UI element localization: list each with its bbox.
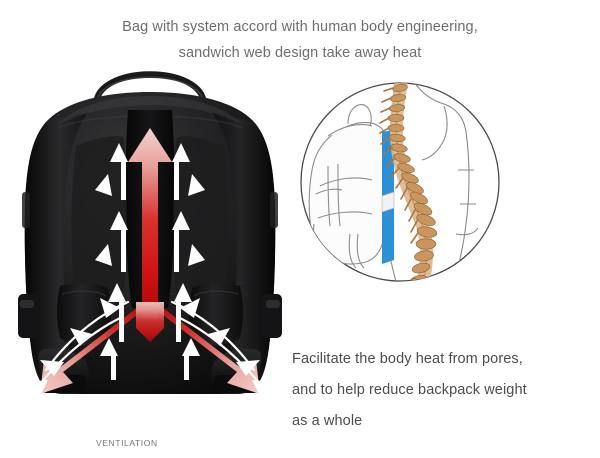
spine-column [379,83,438,281]
backpack-illustration [0,50,300,410]
airflow-arrow-right-outer [188,174,205,266]
spinous-processes [379,87,419,244]
inset-contents [308,83,479,281]
ventilation-caption: VENTILATION [96,438,158,448]
airflow-arrows [24,143,276,396]
right-paragraph: Facilitate the body heat from pores, and… [292,344,592,437]
bag-top-handle [93,71,207,108]
bag-side-webbing [18,192,282,338]
right-paragraph-line-2: and to help reduce backpack weight [292,382,527,398]
inset-backpack-outline [308,121,390,265]
spine-inset-illustration [298,74,504,290]
airflow-arrow-left-column [100,143,128,380]
right-paragraph-line-3: as a whole [292,413,363,429]
airflow-arrow-fan-right [170,298,276,396]
airflow-arrow-fan-left [24,298,130,396]
airflow-arrow-right-column [172,143,200,380]
bag-shoulder-straps [57,283,243,346]
airflow-arrow-left-outer [95,174,112,266]
bag-lumbar-pads [71,136,229,317]
headline-line-2: sandwich web design take away heat [178,45,422,61]
headline: Bag with system accord with human body e… [0,14,600,66]
sacrum [408,277,429,281]
heat-channel-arrows [40,128,260,394]
inset-backpack-handle [347,104,372,127]
headline-line-1: Bag with system accord with human body e… [122,19,478,35]
right-paragraph-line-1: Facilitate the body heat from pores, [292,351,523,367]
vertebrae [387,84,438,281]
